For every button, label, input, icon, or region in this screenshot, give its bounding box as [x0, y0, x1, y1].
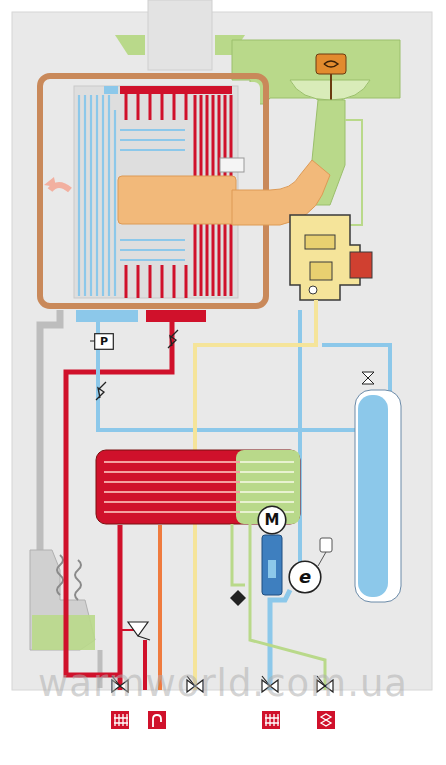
gas-valve-body: [305, 235, 335, 249]
diverter-motor: M: [257, 505, 287, 535]
flow-header: [146, 310, 206, 322]
circulation-pump: e: [288, 560, 322, 594]
diverter-valve-port: [268, 560, 276, 578]
flow-sensor: [168, 330, 178, 348]
hot-header: [120, 86, 232, 94]
heat-exchanger: [74, 86, 238, 298]
expansion-vessel: [355, 390, 401, 602]
symbol-letter: M: [265, 513, 280, 528]
siphon-coil: [57, 555, 81, 600]
pump-air-vent: [320, 538, 332, 552]
pressure-sensor: P: [94, 333, 114, 350]
air-vent: [362, 372, 374, 384]
connection-icons: [111, 711, 335, 729]
symbol-letter: P: [100, 336, 108, 347]
gas-valve-coil: [350, 252, 372, 278]
flue-gas-arrow-head: [44, 177, 56, 187]
combustion-chamber: [46, 82, 260, 300]
fan-motor: [316, 54, 346, 74]
gas-valve-body: [310, 262, 332, 280]
dhw-cold-pipe: [232, 524, 245, 585]
safety-valve: [128, 622, 150, 640]
fan-motor-symbol: [324, 61, 338, 67]
cold-coils: [79, 95, 115, 296]
flue-pipe: [148, 0, 212, 70]
symbol-letter: e: [299, 568, 311, 586]
ignition-electrode: [220, 158, 244, 172]
watermark: warmworld.com.ua: [0, 662, 446, 705]
flow-switch: [230, 590, 246, 606]
condensate-pipe: [40, 310, 60, 555]
heating-return-pipe: [98, 310, 300, 430]
plate-lines-cold: [240, 462, 294, 512]
pump-air-vent-pipe: [318, 552, 326, 566]
return-header: [76, 310, 138, 322]
gas-valve-nozzle: [309, 286, 317, 294]
burner: [118, 176, 236, 224]
return-sensor: [96, 382, 106, 400]
cold-header: [104, 86, 118, 94]
condensate-siphon: [30, 550, 95, 650]
pressure-tube: [345, 120, 362, 225]
expansion-vessel-water: [358, 395, 388, 597]
fan-shaft: [330, 74, 332, 100]
diverter-valve: [262, 535, 282, 595]
boiler-casing: [12, 12, 432, 690]
flue-seal: [115, 35, 145, 55]
plate-lines: [104, 462, 240, 512]
